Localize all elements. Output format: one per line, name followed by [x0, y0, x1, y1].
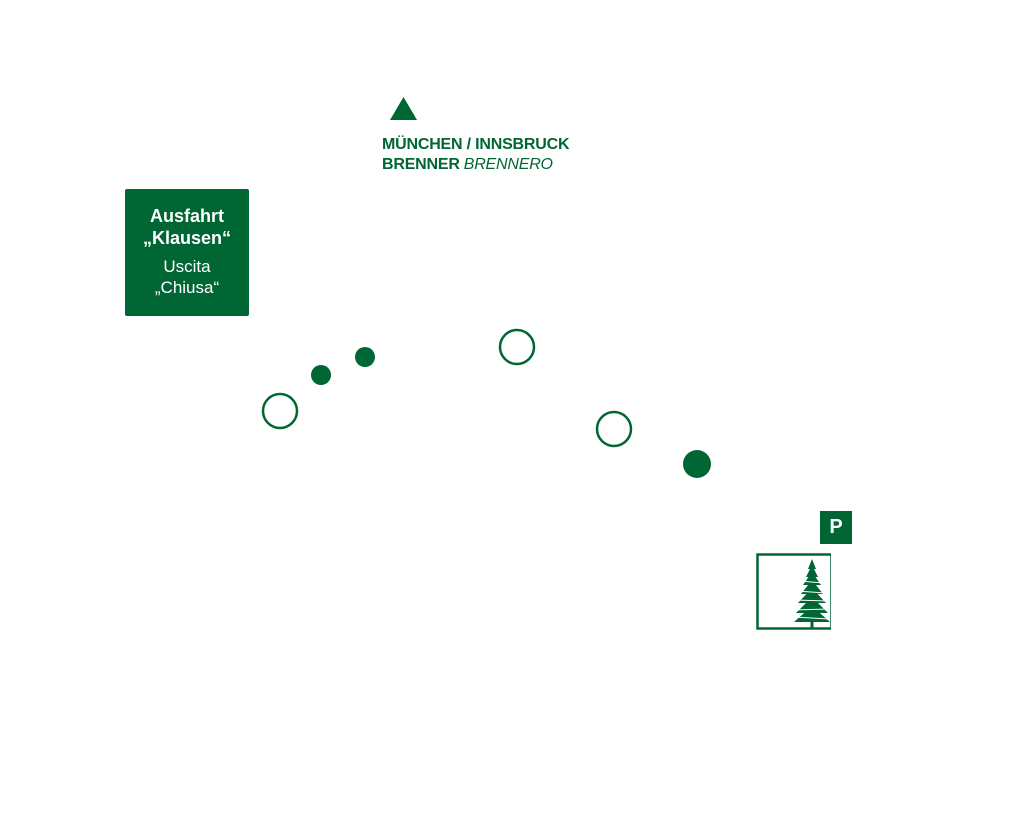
- route-marker-filled: [355, 347, 375, 367]
- direction-pass-de: BRENNER: [382, 156, 460, 173]
- exit-sign: Ausfahrt „Klausen“ Uscita „Chiusa“: [125, 189, 249, 316]
- direction-destination: MÜNCHEN / INNSBRUCK: [382, 136, 570, 153]
- direction-pass-it: BRENNERO: [463, 156, 553, 173]
- fir-tree-icon: [756, 553, 834, 631]
- exit-sign-italian: Uscita „Chiusa“: [125, 256, 249, 298]
- route-marker-filled: [311, 365, 331, 385]
- route-marker-hollow: [498, 328, 536, 366]
- exit-label-it: Uscita: [163, 257, 211, 276]
- route-marker-hollow: [595, 410, 633, 448]
- exit-label-de: Ausfahrt: [149, 206, 224, 226]
- parking-sign: P: [820, 511, 852, 544]
- exit-sign-german: Ausfahrt „Klausen“: [125, 205, 249, 249]
- exit-name-de: „Klausen“: [142, 228, 232, 248]
- route-marker-hollow: [261, 392, 299, 430]
- exit-name-it: „Chiusa“: [154, 278, 220, 297]
- north-arrow-icon: [390, 97, 417, 120]
- route-marker-filled: [683, 450, 711, 478]
